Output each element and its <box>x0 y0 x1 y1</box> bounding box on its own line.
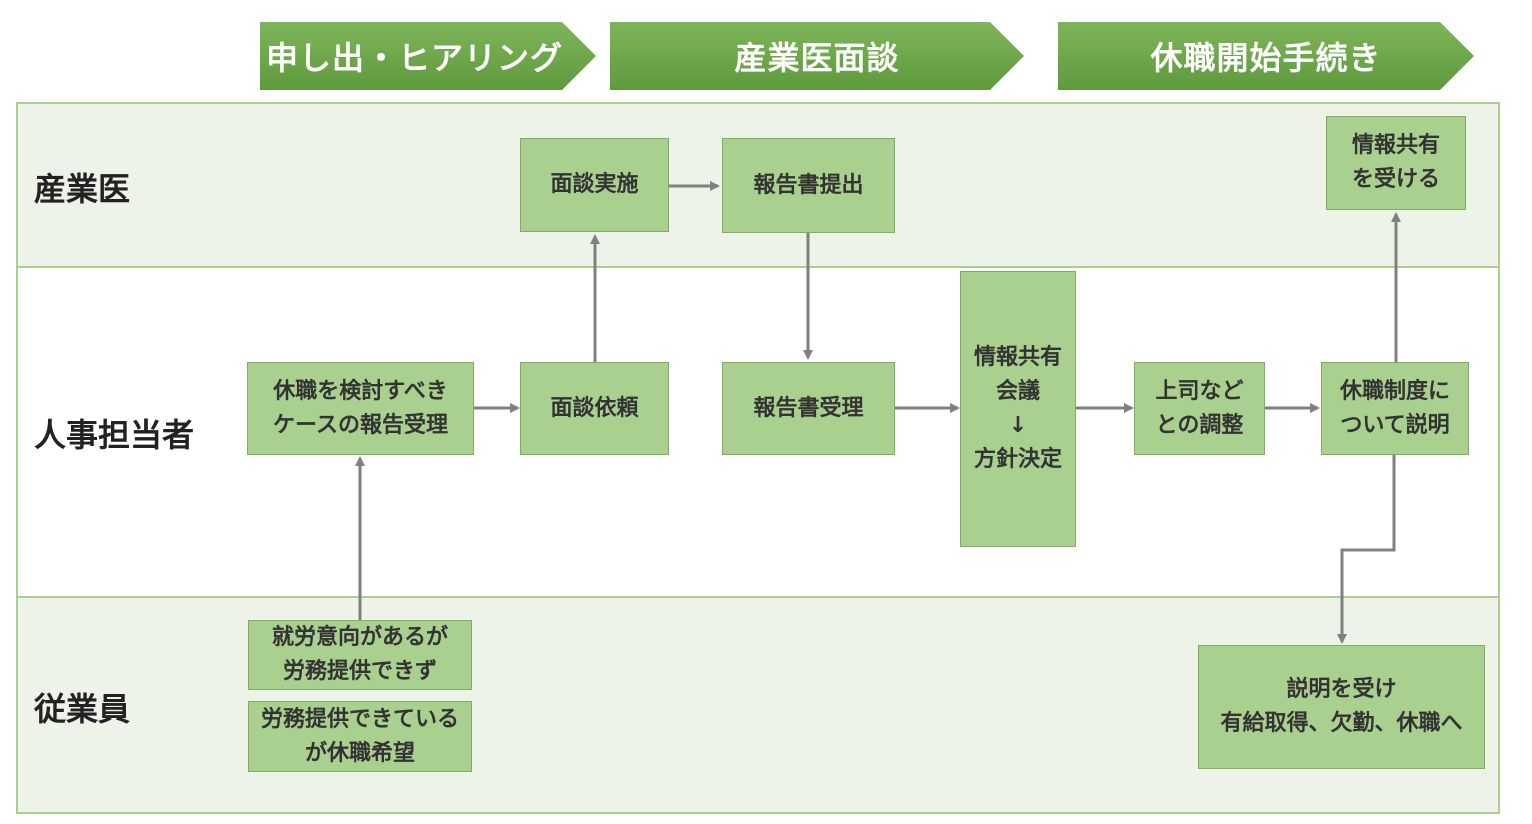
box-text-line: 上司など <box>1155 378 1244 404</box>
box-explain-leave-system: 休職制度について説明 <box>1321 362 1469 455</box>
box-text-line: 報告書受理 <box>753 395 864 421</box>
lane-label-hr-staff: 人事担当者 <box>34 416 195 454</box>
box-text-line: 休職制度に <box>1339 378 1450 404</box>
box-text-line: 情報共有 <box>1351 133 1440 158</box>
box-employee-wants-leave: 労務提供できているが休職希望 <box>248 701 472 772</box>
box-text-line: 方針決定 <box>973 447 1062 472</box>
box-text-line: 面談実施 <box>550 172 639 197</box>
box-text-line: ついて説明 <box>1340 412 1450 438</box>
box-employee-cannot-work: 就労意向があるが労務提供できず <box>248 620 472 690</box>
phase-header-leave-procedure: 休職開始手続き <box>1058 22 1474 90</box>
box-text-line: 休職を検討すべき <box>273 378 448 404</box>
box-text-line: 労務提供できず <box>282 659 437 684</box>
box-submit-report: 報告書提出 <box>722 138 895 233</box>
box-text-line: を受ける <box>1351 167 1440 192</box>
box-text-line: ↓ <box>1008 413 1028 438</box>
box-text-line: との調整 <box>1155 412 1244 438</box>
box-interview-request: 面談依頼 <box>520 362 669 455</box>
box-text-line: 情報共有 <box>973 345 1062 370</box>
box-text-line: 報告書提出 <box>753 172 864 198</box>
box-text-line: 労務提供できている <box>260 706 459 732</box>
box-text-line: 有給取得、欠勤、休職へ <box>1220 711 1463 736</box>
lane-label-occupational-physician: 産業医 <box>34 170 131 208</box>
box-text-line: 就労意向があるが <box>271 625 448 650</box>
box-info-meeting-policy: 情報共有会議 ↓ 方針決定 <box>960 271 1076 547</box>
box-employee-receives-explanation: 説明を受け有給取得、欠勤、休職へ <box>1198 645 1485 769</box>
box-conduct-interview: 面談実施 <box>520 138 669 232</box>
lane-label-employee: 従業員 <box>34 690 131 728</box>
phase-header-doctor-interview: 産業医面談 <box>610 22 1024 90</box>
box-receive-case-report: 休職を検討すべきケースの報告受理 <box>247 362 474 455</box>
box-text-line: 説明を受け <box>1286 677 1397 702</box>
box-text-line: 面談依頼 <box>550 395 639 421</box>
box-text-line: が休職希望 <box>304 740 415 766</box>
box-text-line: 会議 <box>995 379 1040 404</box>
box-receive-report: 報告書受理 <box>722 362 895 455</box>
phase-header-hearing: 申し出・ヒアリング <box>260 22 596 90</box>
box-receive-info-share: 情報共有を受ける <box>1326 116 1466 210</box>
box-coordinate-with-boss: 上司などとの調整 <box>1134 362 1265 455</box>
box-text-line: ケースの報告受理 <box>273 412 448 438</box>
